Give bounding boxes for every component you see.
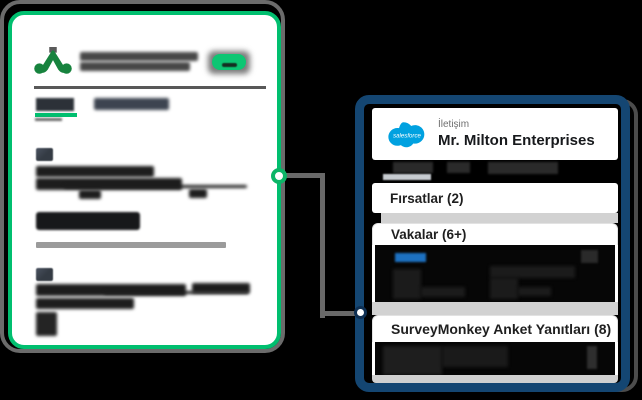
redacted-cell	[393, 269, 421, 299]
panel-footer-strip	[372, 375, 618, 383]
redacted-next-button[interactable]	[36, 212, 140, 230]
related-list-title: Vakalar (6+)	[391, 227, 467, 242]
redacted-table-area	[375, 342, 615, 375]
surveymonkey-header	[34, 45, 264, 77]
surveymonkey-goldie-icon	[34, 47, 72, 74]
redacted-question-text	[79, 190, 101, 199]
card-gap	[372, 213, 618, 223]
active-tab-underline	[383, 174, 431, 180]
redacted-scrollbar[interactable]	[587, 346, 597, 369]
related-list-cases: Vakalar (6+)	[372, 223, 618, 245]
salesforce-tab-active[interactable]	[393, 162, 433, 173]
connector-line	[320, 311, 362, 316]
survey-tab-active[interactable]	[36, 98, 74, 111]
redacted-cell	[421, 287, 465, 297]
redacted-question-text	[192, 283, 250, 293]
salesforce-record-header: salesforce İletişim Mr. Milton Enterpris…	[372, 108, 618, 160]
related-list-title: Fırsatlar (2)	[390, 190, 464, 206]
connector-endpoint-salesforce	[354, 306, 367, 319]
redacted-cell	[383, 346, 442, 375]
surveymonkey-header-button[interactable]	[212, 54, 246, 70]
cases-content	[372, 245, 618, 302]
redacted-cell	[442, 346, 508, 367]
redacted-question-text	[36, 298, 134, 309]
record-title: Mr. Milton Enterprises	[438, 132, 595, 149]
question-number-icon	[36, 148, 53, 161]
redacted-cell	[518, 287, 551, 296]
redacted-button-label	[221, 63, 237, 67]
related-list-opportunities: Fırsatlar (2)	[372, 183, 618, 213]
salesforce-cloud-icon: salesforce	[386, 119, 428, 149]
salesforce-window: salesforce İletişim Mr. Milton Enterpris…	[355, 95, 630, 392]
redacted-wordmark	[80, 62, 190, 71]
redacted-underline	[64, 185, 247, 188]
question-number-icon	[36, 268, 53, 281]
redacted-table-area	[375, 245, 615, 302]
redacted-wordmark	[80, 52, 198, 61]
surveymonkey-window	[8, 11, 281, 349]
connector-line	[320, 173, 325, 318]
redacted-case-link[interactable]	[395, 253, 426, 262]
related-list-survey-responses: SurveyMonkey Anket Yanıtları (8)	[372, 315, 618, 342]
redacted-answer-option[interactable]	[36, 312, 57, 336]
redacted-underline	[104, 291, 249, 294]
survey-progress-bar	[36, 242, 226, 248]
survey-responses-content	[372, 342, 618, 375]
active-tab-underline	[35, 113, 77, 117]
header-divider	[34, 86, 266, 89]
salesforce-tab[interactable]	[488, 162, 558, 174]
redacted-action-icon[interactable]	[581, 250, 598, 263]
redacted-question-text	[36, 166, 154, 177]
record-type-label: İletişim	[438, 119, 470, 130]
redacted-cell	[490, 266, 575, 278]
card-gap	[372, 302, 618, 315]
salesforce-tab[interactable]	[447, 162, 470, 173]
survey-tab[interactable]	[94, 98, 169, 110]
related-list-title: SurveyMonkey Anket Yanıtları (8)	[391, 321, 612, 337]
redacted-question-text	[189, 189, 207, 198]
tab-smudge	[35, 118, 62, 121]
connector-endpoint-surveymonkey	[271, 168, 287, 184]
redacted-cell	[490, 278, 518, 299]
redacted-question-text	[36, 284, 186, 296]
redacted-question-text	[36, 178, 182, 190]
salesforce-logo-text: salesforce	[393, 133, 421, 140]
card-gap-notch	[372, 213, 381, 223]
connector-line	[281, 173, 325, 178]
